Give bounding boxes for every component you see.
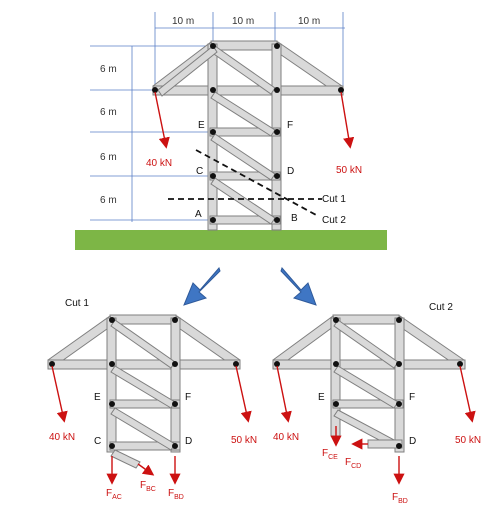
dim-label-1: 10 m bbox=[172, 16, 194, 27]
cut1-force-BC: FBC bbox=[140, 480, 156, 493]
joint-B: B bbox=[291, 213, 298, 224]
vdim-label-4: 6 m bbox=[100, 195, 117, 206]
cut1-label: Cut 1 bbox=[322, 194, 346, 205]
load-arrow-right bbox=[340, 91, 355, 149]
cut1-force-BD: FBD bbox=[168, 488, 184, 501]
vdim-label-1: 6 m bbox=[100, 64, 117, 75]
cut1-force-arrow-BC bbox=[137, 463, 155, 476]
cut2-label: Cut 2 bbox=[322, 215, 346, 226]
cut2-load-arrow-left bbox=[276, 365, 292, 423]
joint-A: A bbox=[195, 209, 202, 220]
cut1-load-right: 50 kN bbox=[231, 435, 257, 446]
cut1-free-body: Cut 1 E F C bbox=[47, 298, 257, 501]
cut2-force-BD: FBD bbox=[392, 492, 408, 505]
vdim-label-2: 6 m bbox=[100, 107, 117, 118]
cut1-load-arrow-left bbox=[51, 365, 68, 423]
dim-label-3: 10 m bbox=[298, 16, 320, 27]
vdim-label-3: 6 m bbox=[100, 152, 117, 163]
full-truss: 10 m 10 m 10 m 6 m 6 m 6 m 6 m bbox=[75, 12, 387, 250]
joint-F: F bbox=[287, 120, 293, 131]
cut1-load-arrow-right bbox=[235, 365, 252, 423]
joint-D: D bbox=[287, 166, 294, 177]
arrow-to-cut1 bbox=[183, 267, 221, 306]
cut1-joint-F: F bbox=[185, 392, 191, 403]
joint-E: E bbox=[198, 120, 205, 131]
cut2-force-CD: FCD bbox=[345, 457, 361, 470]
truss-members bbox=[152, 40, 344, 231]
cut2-members bbox=[272, 314, 466, 453]
cut2-free-body: Cut 2 E F D 40 kN bbox=[272, 302, 481, 505]
transition-arrows bbox=[183, 267, 317, 306]
cut2-line bbox=[195, 149, 319, 217]
truss-pins bbox=[152, 43, 344, 223]
load-right-label: 50 kN bbox=[336, 165, 362, 176]
cut2-force-CE: FCE bbox=[322, 448, 338, 461]
cut1-title: Cut 1 bbox=[65, 298, 89, 309]
cut1-pins bbox=[49, 317, 239, 449]
cut2-joint-F: F bbox=[409, 392, 415, 403]
cut1-joint-E: E bbox=[94, 392, 101, 403]
load-arrow-left bbox=[154, 91, 170, 149]
cut2-load-right: 50 kN bbox=[455, 435, 481, 446]
cut1-load-left: 40 kN bbox=[49, 432, 75, 443]
load-left-label: 40 kN bbox=[146, 158, 172, 169]
cut2-load-arrow-right bbox=[459, 365, 476, 423]
horizontal-dimension-lines bbox=[154, 12, 345, 90]
arrow-to-cut2 bbox=[280, 267, 317, 306]
cut1-force-AC: FAC bbox=[106, 488, 122, 501]
cut2-joint-D: D bbox=[409, 436, 416, 447]
dim-label-2: 10 m bbox=[232, 16, 254, 27]
cut2-joint-E: E bbox=[318, 392, 325, 403]
cut2-load-left: 40 kN bbox=[273, 432, 299, 443]
cut1-members bbox=[47, 314, 241, 469]
cut2-pins bbox=[274, 317, 463, 449]
joint-C: C bbox=[196, 166, 203, 177]
ground bbox=[75, 230, 387, 250]
vertical-dimension-lines bbox=[90, 45, 212, 222]
cut1-joint-C: C bbox=[94, 436, 101, 447]
cut2-title: Cut 2 bbox=[429, 302, 453, 313]
cut1-joint-D: D bbox=[185, 436, 192, 447]
